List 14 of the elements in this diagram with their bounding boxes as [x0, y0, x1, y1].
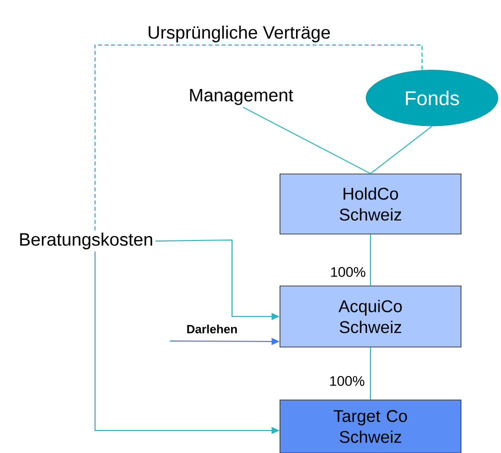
node-label: Management: [190, 88, 294, 106]
edge-label: Ursprüngliche Verträge: [148, 26, 330, 42]
edge-label: Darlehen: [187, 324, 237, 334]
dashed-line: [94, 44, 422, 231]
connector-line: [370, 126, 432, 174]
company-box: AcquiCo Schweiz: [280, 286, 462, 348]
edge-label: 100%: [331, 267, 366, 277]
connector-line: [242, 106, 371, 174]
company-box: HoldCo Schweiz: [280, 174, 462, 234]
connector-line: [370, 234, 371, 286]
node-label: Beratungskosten: [20, 232, 152, 250]
company-box: Target Co Schweiz: [280, 400, 462, 453]
edge-label: 100%: [330, 376, 364, 386]
connector-line: [370, 346, 371, 400]
